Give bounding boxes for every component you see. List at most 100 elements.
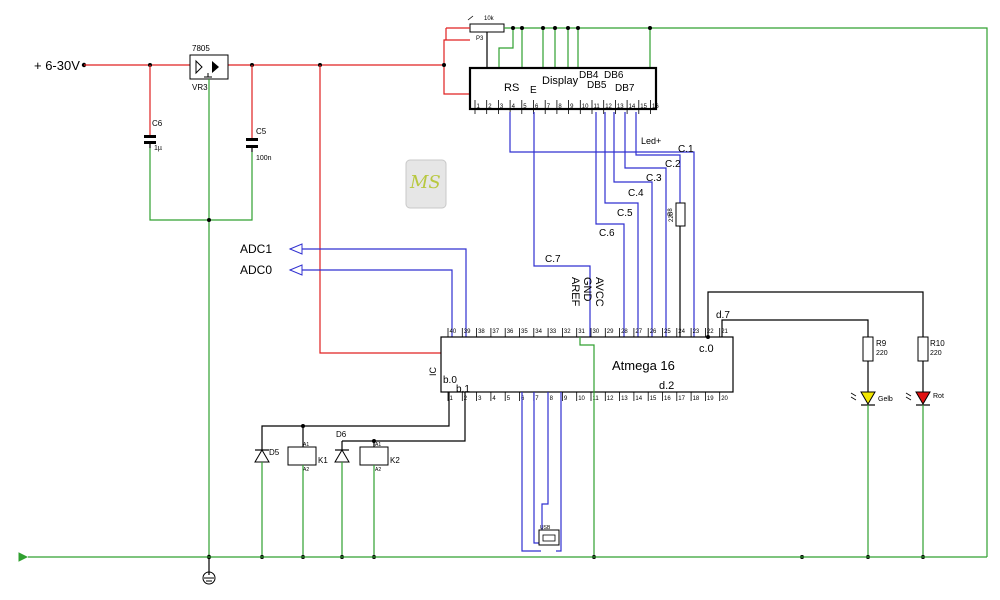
- wire-b1: [302, 392, 466, 447]
- svg-text:A1: A1: [375, 442, 381, 448]
- supply-wire: [84, 39, 486, 100]
- mcu-pin-24: 24: [678, 329, 685, 335]
- svg-text:C6: C6: [152, 119, 163, 128]
- svg-text:K1: K1: [318, 456, 328, 465]
- svg-text:R8: R8: [668, 208, 674, 216]
- mcu-pin-7: 7: [535, 396, 539, 402]
- pot-supply-wire: [445, 27, 470, 40]
- light-rays-icon: [850, 392, 857, 401]
- regulator-out-icon: [212, 61, 219, 73]
- wire-c2: [635, 112, 681, 203]
- mcu-pin-14: 14: [635, 396, 642, 402]
- regulator-type: 7805: [192, 44, 210, 53]
- display-pin-11: 11: [594, 104, 601, 110]
- svg-text:K2: K2: [390, 456, 400, 465]
- adc0-label: ADC0: [240, 263, 272, 277]
- mcu-pin-3: 3: [478, 396, 482, 402]
- supply-ground-wires: [149, 79, 253, 557]
- wire-c4: [613, 112, 653, 337]
- mcu-pin-13: 13: [621, 396, 628, 402]
- display-pin-9: 9: [570, 104, 574, 110]
- mcu-pin-27: 27: [635, 329, 642, 335]
- avcc-label: AVCC: [593, 277, 605, 307]
- usb-signal-wires: [521, 392, 562, 552]
- diode-d5: D5: [254, 448, 280, 463]
- port-d2-label: d.2: [659, 380, 674, 392]
- mcu-pin-17: 17: [678, 396, 685, 402]
- display-db6-label: DB6: [604, 70, 624, 81]
- mcu-pin-33: 33: [550, 329, 557, 335]
- mcu-name: Atmega 16: [612, 358, 675, 373]
- svg-text:A2: A2: [303, 467, 309, 473]
- power-input-label: + 6-30V: [34, 58, 80, 73]
- gnd-label: GND: [581, 277, 593, 302]
- mcu-pin-12: 12: [607, 396, 614, 402]
- led-rot: Rot: [905, 391, 944, 406]
- resistor-r9: R9 220: [862, 336, 888, 362]
- mcu-pin-28: 28: [621, 329, 628, 335]
- display-db5-label: DB5: [587, 80, 607, 91]
- mcu-pin-21: 21: [721, 329, 728, 335]
- display-pin-13: 13: [617, 104, 624, 110]
- port-b0-label: b.0: [443, 375, 457, 386]
- svg-text:100n: 100n: [256, 155, 272, 162]
- display-db7-label: DB7: [615, 83, 635, 94]
- power-input: + 6-30V: [34, 58, 87, 73]
- display-pin-15: 15: [640, 104, 647, 110]
- display-pin-2: 2: [488, 104, 492, 110]
- capacitor-c6: C6 1µ: [144, 65, 163, 152]
- wire-c5: [604, 112, 639, 337]
- mcu-pin-18: 18: [693, 396, 700, 402]
- svg-text:A1: A1: [303, 442, 309, 448]
- svg-text:C5: C5: [256, 127, 267, 136]
- label-c1: C.1: [678, 144, 694, 155]
- mcu-pin-8: 8: [550, 396, 554, 402]
- mcu-pin-10: 10: [578, 396, 585, 402]
- svg-text:R10: R10: [930, 339, 945, 348]
- led-ground-wires: [867, 405, 924, 557]
- svg-text:P3: P3: [476, 36, 484, 42]
- label-c5: C.5: [617, 208, 633, 219]
- light-rays-icon: [905, 392, 912, 401]
- mcu-pin-38: 38: [478, 329, 485, 335]
- relay-k1: A1 A2 K1: [287, 442, 328, 473]
- led-gelb: Gelb: [850, 391, 893, 406]
- label-c3: C.3: [646, 173, 662, 184]
- display-pin-1: 1: [477, 104, 481, 110]
- mcu-pin-25: 25: [664, 329, 671, 335]
- mcu-pin-36: 36: [507, 329, 514, 335]
- display-pin-3: 3: [500, 104, 504, 110]
- ground-icon: [202, 557, 216, 585]
- resistor-r10: R10 220: [917, 336, 945, 362]
- mcu-pin-37: 37: [492, 329, 499, 335]
- mcu-pin-31: 31: [578, 329, 585, 335]
- mcu-pin-35: 35: [521, 329, 528, 335]
- mcu-pin-19: 19: [707, 396, 714, 402]
- mcu-pin-22: 22: [707, 329, 714, 335]
- mcu-pin-6: 6: [521, 396, 525, 402]
- wire-c3: [624, 112, 667, 337]
- aref-label: AREF: [569, 277, 581, 307]
- svg-text:D5: D5: [269, 448, 280, 457]
- mcu-pin-9: 9: [564, 396, 568, 402]
- mcu-pin-30: 30: [593, 329, 600, 335]
- display-rs-label: RS: [504, 82, 519, 94]
- wire-c7: [533, 112, 591, 337]
- mcu-pin-40: 40: [450, 329, 457, 335]
- led-rot-label: Rot: [933, 393, 944, 400]
- svg-text:R9: R9: [876, 339, 887, 348]
- wire-c6: [595, 112, 625, 337]
- mcu-pin-2: 2: [464, 396, 468, 402]
- display-pin-7: 7: [547, 104, 551, 110]
- mcu-pin-26: 26: [650, 329, 657, 335]
- adc-lines: ADC1 ADC0: [240, 242, 467, 337]
- usb-connector: USB: [538, 525, 560, 546]
- svg-text:220: 220: [876, 350, 888, 357]
- display-pin-10: 10: [582, 104, 589, 110]
